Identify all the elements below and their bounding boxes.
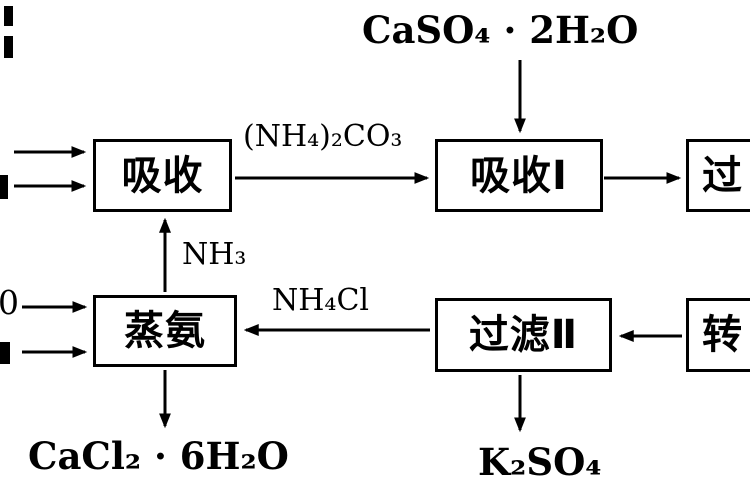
absorb1-box-label: 吸收Ⅰ bbox=[470, 152, 568, 199]
ammonium-carbonate-label: (NH₄)₂CO₃ bbox=[243, 119, 403, 154]
clipped-text-fragment-top-1 bbox=[4, 6, 13, 26]
ammonia-still-box: 蒸氨 bbox=[93, 295, 237, 367]
filter1-box-label: 过 bbox=[702, 152, 743, 199]
ammonia-still-box-label: 蒸氨 bbox=[124, 308, 206, 354]
convert-box-label: 转 bbox=[702, 312, 743, 358]
clipped-text-fragment-mid bbox=[0, 175, 8, 199]
convert-box-clipped: 转 bbox=[686, 298, 750, 372]
caso4-feed-label: CaSO₄ · 2H₂O bbox=[362, 8, 639, 52]
clipped-text-fragment-bottom bbox=[0, 342, 10, 364]
filter2-box: 过滤Ⅱ bbox=[435, 298, 612, 372]
filter2-box-label: 过滤Ⅱ bbox=[468, 312, 579, 358]
absorb-box-label: 吸收 bbox=[121, 152, 204, 199]
potassium-sulfate-product-label: K₂SO₄ bbox=[478, 440, 602, 484]
absorb-box: 吸收 bbox=[93, 139, 232, 212]
filter1-box-clipped: 过 bbox=[686, 139, 750, 212]
calcium-chloride-product-label: CaCl₂ · 6H₂O bbox=[28, 434, 289, 478]
ammonium-chloride-label: NH₄Cl bbox=[272, 283, 369, 318]
absorb1-box: 吸收Ⅰ bbox=[435, 139, 603, 212]
clipped-left-text: 0 bbox=[0, 283, 19, 322]
ammonia-label: NH₃ bbox=[182, 237, 247, 272]
clipped-text-fragment-top-2 bbox=[4, 36, 13, 58]
